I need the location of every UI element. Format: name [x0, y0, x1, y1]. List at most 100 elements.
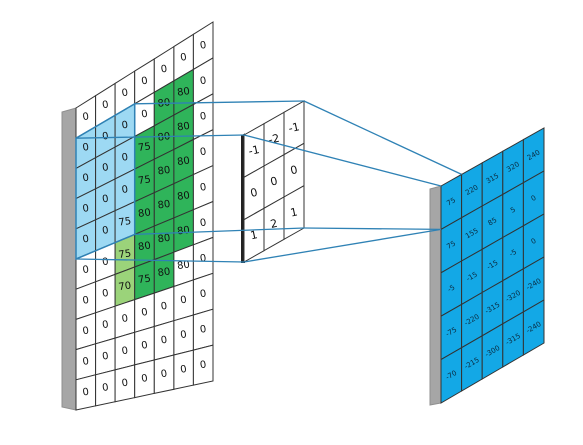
connector-line — [134, 227, 305, 236]
input-cell-value: 0 — [141, 109, 149, 121]
input-cell-value: 0 — [141, 76, 149, 88]
input-cell-value: 0 — [180, 329, 188, 341]
receptive-field-outline — [75, 102, 136, 261]
connector-line — [303, 100, 462, 175]
connector-line — [243, 228, 442, 263]
input-cell-value: 0 — [101, 257, 109, 269]
input-cell-value: 0 — [101, 99, 109, 111]
input-cell-value: 0 — [101, 194, 109, 206]
input-cell-value: 0 — [199, 288, 207, 300]
output-cell-value: 5 — [509, 206, 517, 215]
kernel-cell-value: -1 — [287, 120, 300, 135]
output-cell-value: 0 — [530, 237, 538, 246]
input-cell-value: 80 — [177, 259, 191, 272]
input-cell-value: 0 — [121, 88, 129, 100]
input-cell-value: 0 — [199, 324, 207, 336]
input-cell-value: 75 — [137, 273, 151, 286]
input-cell-value: 80 — [157, 165, 171, 178]
input-cell-value: 0 — [101, 225, 109, 237]
input-cell-value: 0 — [199, 111, 207, 123]
input-cell-value: 80 — [137, 240, 151, 253]
kernel-cell-value: 0 — [289, 163, 299, 177]
input-matrix: 0000000000080800000758080000075808000075… — [61, 21, 214, 411]
input-frame-side — [61, 107, 77, 411]
input-cell-value: 0 — [180, 364, 188, 376]
output-cell-value: 85 — [487, 216, 499, 227]
kernel-cell-value: 1 — [249, 228, 259, 242]
input-cell-value: 0 — [121, 345, 129, 357]
input-cell-value: 80 — [177, 86, 191, 99]
output-cell-value: 0 — [530, 194, 538, 203]
output-cell-value: 75 — [445, 196, 457, 207]
input-cell-value: 0 — [199, 76, 207, 88]
input-cell-value: 70 — [118, 280, 132, 293]
input-cell-value: 75 — [137, 174, 151, 187]
kernel-cell-value: 0 — [269, 174, 279, 188]
input-cell-value: 0 — [141, 340, 149, 352]
connector-line — [75, 134, 245, 139]
output-cell-value: -5 — [446, 283, 456, 293]
input-cell-value: 0 — [121, 120, 129, 132]
kernel-cell-value: 0 — [249, 186, 259, 200]
input-cell-value: 0 — [82, 173, 90, 185]
input-cell-value: 0 — [180, 295, 188, 307]
input-cell-value: 80 — [157, 266, 171, 279]
connector-line — [75, 258, 245, 263]
input-cell-value: 0 — [82, 326, 90, 338]
input-cell-value: 0 — [141, 307, 149, 319]
input-cell-value: 0 — [101, 162, 109, 174]
input-cell-value: 0 — [82, 234, 90, 246]
output-matrix: 75220315320240751558550-5-15-15-50-75-22… — [429, 127, 545, 406]
input-cell-value: 80 — [177, 225, 191, 238]
output-cell-value: -5 — [508, 248, 518, 258]
input-cell-value: 0 — [199, 182, 207, 194]
kernel-cell-value: -2 — [267, 132, 280, 147]
input-cell-value: 0 — [101, 288, 109, 300]
input-cell-value: 0 — [199, 147, 207, 159]
input-cell-value: 75 — [118, 216, 132, 229]
input-cell-value: 0 — [121, 152, 129, 164]
input-cell-value: 0 — [121, 313, 129, 325]
input-cell-value: 0 — [199, 253, 207, 265]
input-cell-value: 80 — [177, 190, 191, 203]
input-cell — [192, 344, 214, 386]
input-cell-value: 75 — [137, 141, 151, 154]
input-cell-value: 0 — [82, 111, 90, 123]
input-cell-value: 0 — [121, 184, 129, 196]
kernel-cell-value: 1 — [289, 205, 299, 219]
input-cell-value: 0 — [101, 351, 109, 363]
connector-line — [303, 227, 442, 231]
input-cell-value: 80 — [177, 155, 191, 168]
input-cell-value: 0 — [199, 40, 207, 52]
output-cell-value: 75 — [445, 240, 457, 251]
input-cell-value: 80 — [157, 131, 171, 144]
input-cell-value: 0 — [180, 52, 188, 64]
input-cell-value: 80 — [137, 207, 151, 220]
input-cell-value: 0 — [82, 264, 90, 276]
input-cell-value: 0 — [101, 131, 109, 143]
input-cell-value: 0 — [141, 373, 149, 385]
input-cell-value: 0 — [101, 319, 109, 331]
kernel-cell-value: 2 — [269, 217, 279, 231]
input-cell-value: 80 — [177, 121, 191, 134]
input-cell-value: 80 — [157, 199, 171, 212]
output-frame-side — [429, 185, 442, 406]
input-cell-value: 0 — [160, 301, 168, 313]
input-cell-value: 0 — [82, 203, 90, 215]
input-cell-value: 0 — [160, 64, 168, 76]
kernel-cell-value: -1 — [247, 143, 260, 158]
input-cell-value: 0 — [82, 295, 90, 307]
input-cell-value: 0 — [199, 359, 207, 371]
input-cell-value: 0 — [160, 369, 168, 381]
connector-line — [243, 134, 442, 187]
connector-line — [134, 100, 305, 105]
input-cell-value: 0 — [101, 382, 109, 394]
input-cell-value: 0 — [82, 387, 90, 399]
input-cell-value: 0 — [82, 142, 90, 154]
input-cell-value: 80 — [157, 233, 171, 246]
input-cell-value: 75 — [118, 248, 132, 261]
connector-lines — [75, 100, 462, 263]
output-cell — [522, 299, 545, 356]
